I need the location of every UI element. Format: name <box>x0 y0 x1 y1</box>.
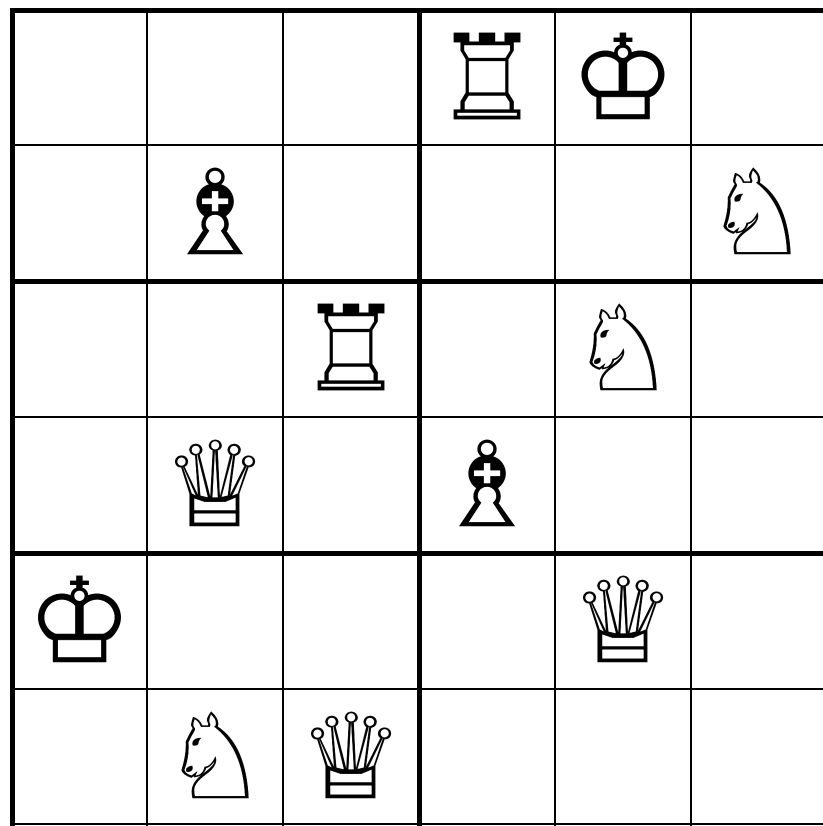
board-cell[interactable] <box>555 145 691 281</box>
board-cell[interactable] <box>12 281 147 417</box>
box-border-horizontal <box>10 279 823 284</box>
board-cell[interactable] <box>12 417 147 553</box>
board-cell[interactable] <box>691 417 823 553</box>
board-cell[interactable] <box>283 10 419 145</box>
box-border-horizontal <box>10 551 823 556</box>
board-cell[interactable] <box>419 553 555 689</box>
board-cell[interactable] <box>12 10 147 145</box>
board-cell[interactable] <box>419 145 555 281</box>
rook-piece-icon: ♖ <box>419 10 555 145</box>
board-cell[interactable] <box>419 281 555 417</box>
knight-piece-icon: ♘ <box>147 689 283 825</box>
grid-line-horizontal <box>10 416 823 418</box>
board-cell[interactable]: ♔ <box>555 10 691 145</box>
board-cell[interactable]: ♘ <box>691 145 823 281</box>
board-cell[interactable] <box>691 281 823 417</box>
rook-piece-icon: ♖ <box>283 281 419 417</box>
board-cell[interactable]: ♔ <box>12 553 147 689</box>
board-cell[interactable] <box>555 689 691 825</box>
board-cell[interactable]: ♗ <box>147 145 283 281</box>
king-piece-icon: ♔ <box>12 553 147 689</box>
knight-piece-icon: ♘ <box>691 145 823 281</box>
board-cell[interactable]: ♘ <box>555 281 691 417</box>
board-cell[interactable]: ♖ <box>283 281 419 417</box>
board-cell[interactable]: ♕ <box>283 689 419 825</box>
board-cell[interactable] <box>283 145 419 281</box>
board-cell[interactable]: ♕ <box>147 417 283 553</box>
board-cell[interactable] <box>419 689 555 825</box>
board-cell[interactable] <box>691 689 823 825</box>
board-cell[interactable] <box>12 145 147 281</box>
knight-piece-icon: ♘ <box>555 281 691 417</box>
queen-piece-icon: ♕ <box>147 417 283 553</box>
board-cell[interactable]: ♘ <box>147 689 283 825</box>
board-cell[interactable] <box>147 553 283 689</box>
board-cell[interactable] <box>147 281 283 417</box>
board-cell[interactable] <box>12 689 147 825</box>
board-cell[interactable] <box>283 417 419 553</box>
board-cell[interactable] <box>147 10 283 145</box>
queen-piece-icon: ♕ <box>555 553 691 689</box>
board-cell[interactable]: ♖ <box>419 10 555 145</box>
king-piece-icon: ♔ <box>555 10 691 145</box>
board-cell[interactable]: ♗ <box>419 417 555 553</box>
grid-line-horizontal <box>10 688 823 690</box>
box-border-horizontal <box>10 823 823 825</box>
queen-piece-icon: ♕ <box>283 689 419 825</box>
grid-line-horizontal <box>10 144 823 146</box>
bishop-piece-icon: ♗ <box>147 145 283 281</box>
board-cell[interactable] <box>691 553 823 689</box>
board-cell[interactable] <box>555 417 691 553</box>
box-border-horizontal <box>10 8 823 13</box>
board-cell[interactable] <box>283 553 419 689</box>
board-cell[interactable]: ♕ <box>555 553 691 689</box>
bishop-piece-icon: ♗ <box>419 417 555 553</box>
board-cell[interactable] <box>691 10 823 145</box>
